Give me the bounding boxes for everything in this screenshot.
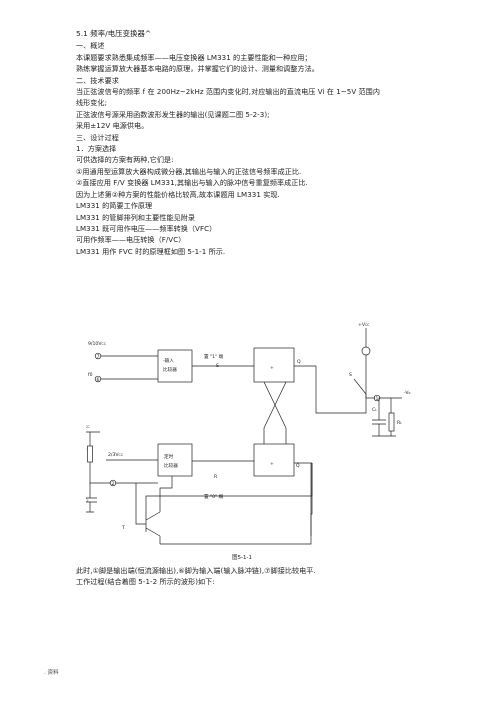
paragraph-line: 此时,①脚是输出端(恒流源输出),⑥脚为输入端(输入脉冲链),⑦脚接比较电平. [76,566,316,575]
paragraph-line: 工作过程(结合着图 5-1-2 所示的波形)如下: [76,577,215,587]
figure-caption: 图5-1-1 [232,555,252,561]
label-set0-terminal: 置 "0" 端 [204,493,224,500]
label-vcc-left: VCC [86,424,90,430]
input-comparator-box [157,349,193,383]
paragraph-line: 本课题要求熟悉集成频率——电压变换器 LM331 的主要性能和一种应用； [76,52,312,62]
label-qbar: Q̄ [296,462,300,469]
label-input-comparator-2: 比较器 [163,366,177,373]
heading-design: 三、设计过程 [76,132,119,142]
label-transistor: T [121,525,125,531]
paragraph-line: LM331 既可用作电压——频率转换（VFC） [76,223,217,233]
paragraph-line: 熟练掌握运算放大器基本电路的原理，并掌握它们的设计、测量和调整方法。 [76,64,319,74]
label-r: R [214,474,218,480]
after-figure-text: 此时,①脚是输出端(恒流源输出),⑥脚为输入端(输入脉冲链),⑦脚接比较电平. … [76,565,316,588]
pin-number: 1 [376,396,379,402]
label-f0: f0 [88,372,93,378]
label-plus-lower: + [270,461,274,467]
label-plus-upper: + [270,365,274,371]
circuit-diagram: 9/10VCC -输入 比较器 置 "1" 端 S + + Q Q̄ f0 VC… [86,318,422,574]
paragraph-line: 当正弦波信号的频率 f 在 200Hz~2kHz 范围内变化时,对应输出的直流电… [76,87,380,97]
label-cl: CL [372,407,377,413]
pin-number: 6 [97,377,100,383]
paragraph-line: 正弦波信号源采用函数波形发生器的输出(见课题二图 5-2-3); [76,109,270,119]
page-footer: . 资料 [44,670,59,676]
label-ct: Ct [86,498,89,504]
paragraph-line: 线形变化; [76,98,108,108]
label-rl: RL [397,420,402,426]
paragraph-line: ②直接应用 F/V 变换器 LM331,其输出与输入的脉冲信号重复频率成正比. [76,178,308,188]
label-timing-comparator-2: 比较器 [164,462,178,469]
paragraph-line: 可用作频率——电压转换（F/VC） [76,235,186,245]
paragraph-line: LM331 的管脚排列和主要性能见附录 [76,212,196,222]
section-title: 5.1 频率/电压变换器^ [76,29,152,38]
pin-circle [94,352,102,360]
pin-circle [109,479,117,487]
paragraph-line: 可供选择的方案有两种,它们是: [76,155,174,165]
label-timing-comparator: 定时 [164,453,174,460]
label-q: Q [297,359,301,365]
paragraph-line: 1．方案选择 [76,144,117,154]
paragraph-line: ①用通用型运算放大器构成微分器,其输出与输入的正弦信号频率成正比. [76,166,302,176]
current-source-symbol [361,346,371,356]
pin-number: 7 [97,354,100,360]
label-set1-terminal: 置 "1" 端 [204,353,224,360]
paragraph-line: LM331 的简要工作原理 [76,201,153,211]
label-rt: Rt [86,446,87,452]
label-s-switch: S [349,372,352,378]
pin-circle [94,375,102,383]
timing-comparator-box [157,443,193,477]
document-body: 5.1 频率/电压变换器^ 一、概述 本课题要求熟悉集成频率——电压变换器 LM… [76,28,466,257]
label-input-comparator: -输入 [163,357,174,364]
label-ref2: 2/3VCC [108,452,124,458]
pin-number: 2 [112,481,115,487]
paragraph-line: LM331 用作 FVC 时的原理框如图 5-1-1 所示. [76,246,226,256]
paragraph-line: 采用±12V 电源供电。 [76,121,149,131]
label-s: S [216,363,219,369]
circuit-svg: 9/10VCC -输入 比较器 置 "1" 端 S + + Q Q̄ f0 VC… [86,322,411,545]
paragraph-line: 因为上述第②种方案的性能价格比较高,故本课题用 LM331 实现. [76,189,280,199]
flipflop-upper-box [253,347,295,383]
heading-overview: 一、概述 [76,41,105,51]
flipflop-lower-box [253,443,295,477]
label-vcc-top: +VCC [358,322,370,328]
label-vin-ref: 9/10VCC [88,341,107,347]
label-vo: -Vo [404,390,411,396]
heading-requirements: 二、技术要求 [76,75,119,85]
